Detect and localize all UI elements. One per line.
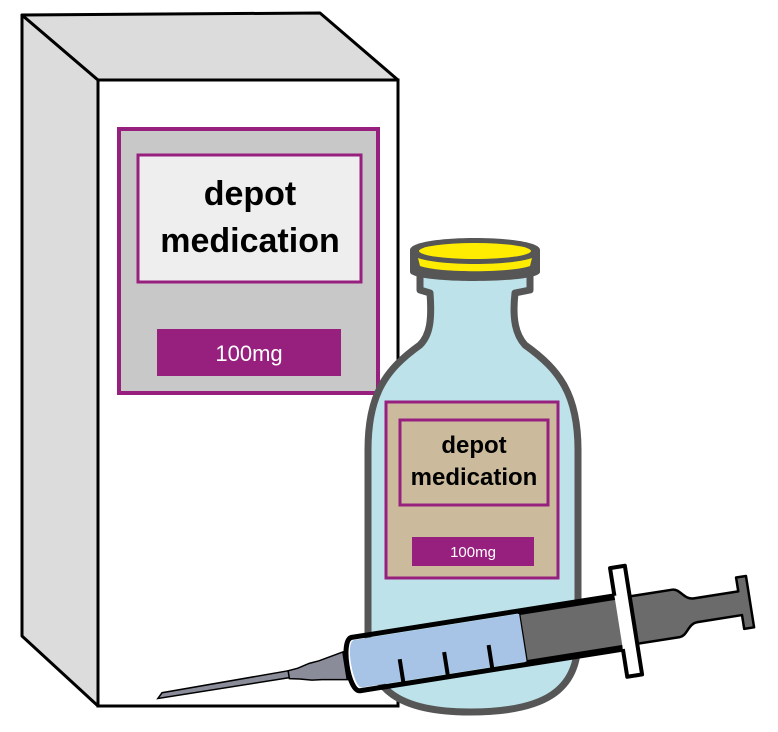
box-dose: 100mg [215, 341, 282, 366]
vial-label-line1: depot [441, 432, 506, 459]
vial-label-title-area [398, 418, 550, 507]
syringe-flange [608, 563, 645, 679]
syringe-fluid [349, 613, 527, 688]
box-label-title-area [136, 153, 363, 284]
syringe-hub [287, 650, 349, 681]
box-left-side [20, 13, 100, 708]
vial-cap-top-icon [419, 243, 531, 259]
medication-vial: depot medication 100mg [364, 238, 582, 716]
syringe-barrel [343, 593, 624, 694]
vial-label-line2: medication [411, 464, 538, 491]
medication-box: depot medication 100mg [20, 11, 400, 708]
vial-dose: 100mg [450, 544, 496, 561]
syringe-tick-1 [397, 658, 406, 685]
syringe [156, 563, 756, 700]
syringe-tick-3 [486, 644, 495, 671]
box-label-line1: depot [204, 175, 297, 213]
syringe-tick-2 [442, 651, 451, 678]
vial-dose-band [412, 537, 534, 566]
syringe-plunger [517, 574, 756, 663]
vial-cap-rim [418, 258, 532, 272]
box-label-line2: medication [160, 222, 339, 260]
box-dose-band [157, 329, 341, 376]
